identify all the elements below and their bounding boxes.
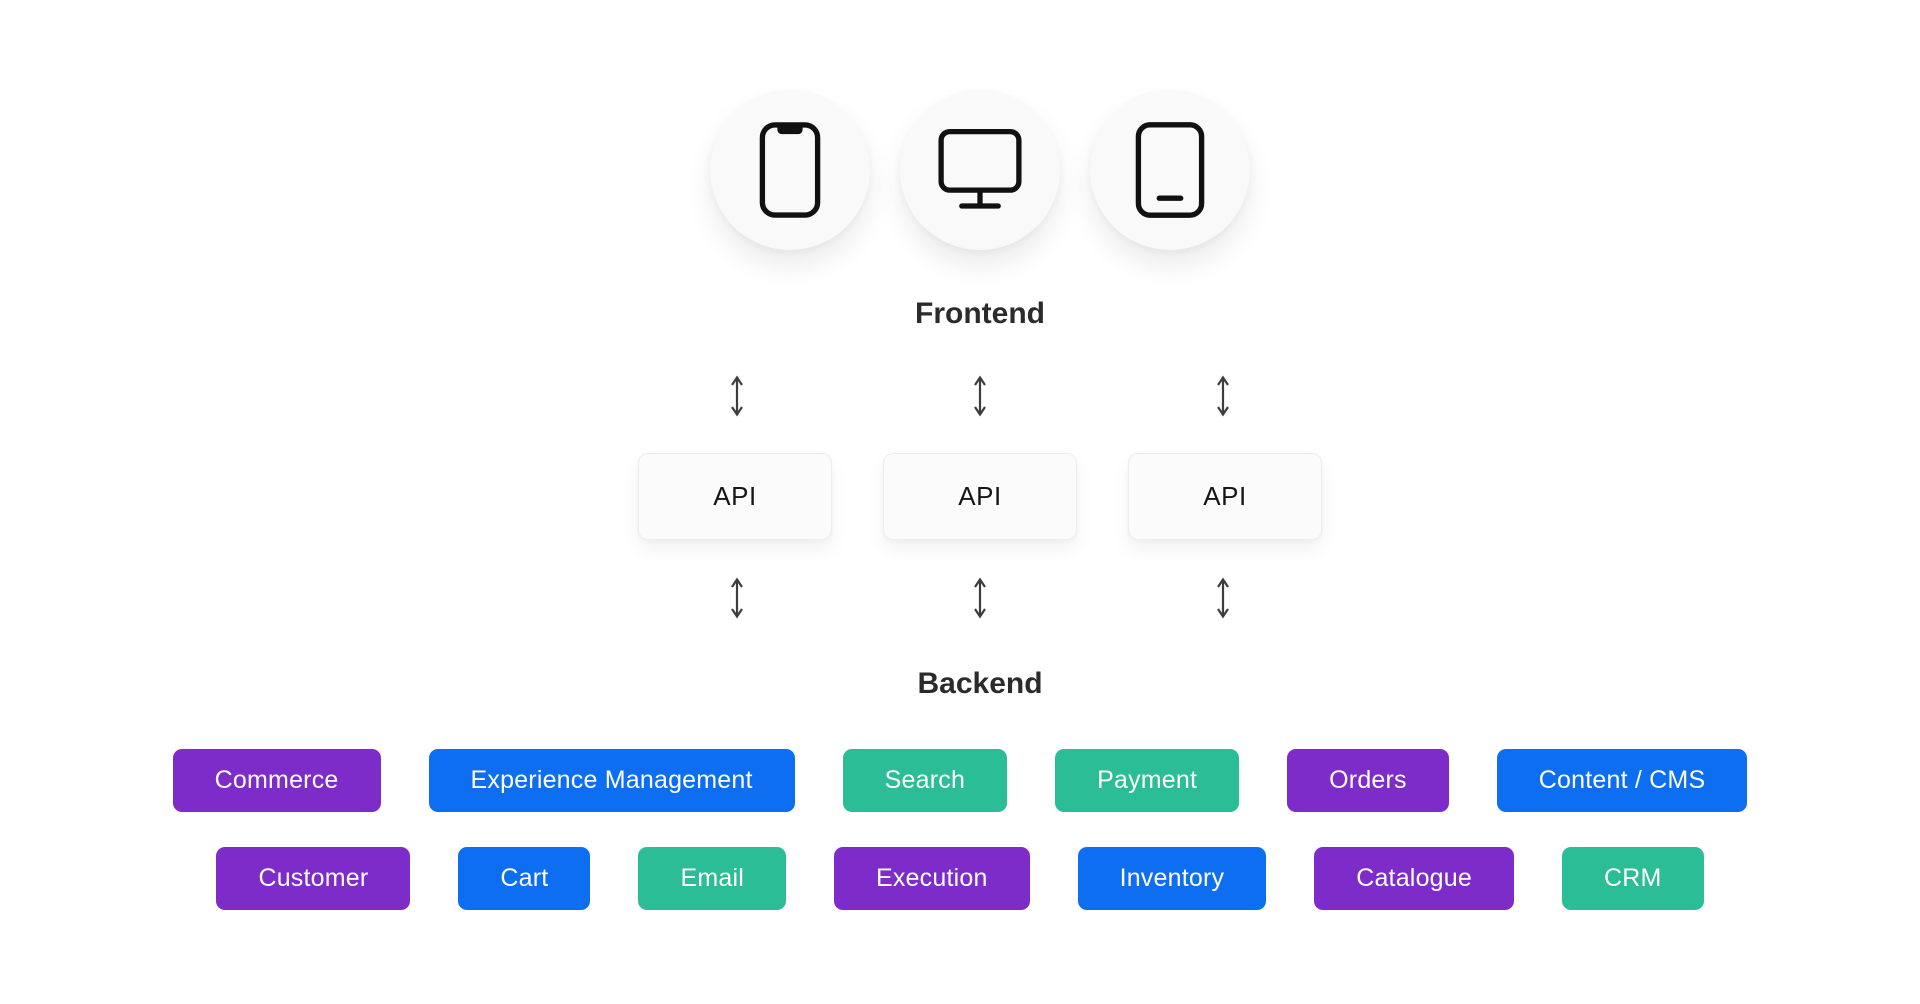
double-vertical-arrow-icon xyxy=(1215,576,1231,620)
double-vertical-arrow-icon xyxy=(972,374,988,418)
double-vertical-arrow-icon xyxy=(1215,374,1231,418)
service-pill-inventory: Inventory xyxy=(1077,847,1267,910)
api-box: API xyxy=(883,453,1077,540)
double-vertical-arrow-icon xyxy=(729,374,745,418)
device-circle-tablet xyxy=(1090,90,1250,250)
service-pill-experience-management: Experience Management xyxy=(428,749,795,812)
backend-label: Backend xyxy=(917,667,1043,700)
double-vertical-arrow-icon xyxy=(972,576,988,620)
service-pill-execution: Execution xyxy=(833,847,1030,910)
api-layer-row: API API API xyxy=(638,453,1322,540)
service-pill-search: Search xyxy=(842,749,1008,812)
frontend-api-arrows xyxy=(729,374,1231,418)
monitor-icon xyxy=(932,128,1028,212)
service-pill-content-cms: Content / CMS xyxy=(1496,749,1748,812)
api-backend-arrows xyxy=(729,576,1231,620)
smartphone-icon xyxy=(759,120,821,220)
api-box: API xyxy=(1128,453,1322,540)
backend-services-row-2: Customer Cart Email Execution Inventory … xyxy=(0,847,1920,910)
service-pill-email: Email xyxy=(638,847,786,910)
service-pill-crm: CRM xyxy=(1561,847,1704,910)
service-pill-customer: Customer xyxy=(216,847,411,910)
service-pill-catalogue: Catalogue xyxy=(1314,847,1514,910)
service-pill-cart: Cart xyxy=(458,847,591,910)
backend-services-row-1: Commerce Experience Management Search Pa… xyxy=(0,749,1920,812)
api-box: API xyxy=(638,453,832,540)
service-pill-commerce: Commerce xyxy=(172,749,381,812)
frontend-label: Frontend xyxy=(915,297,1045,330)
double-vertical-arrow-icon xyxy=(729,576,745,620)
tablet-icon xyxy=(1135,121,1205,219)
service-pill-payment: Payment xyxy=(1055,749,1240,812)
device-circle-monitor xyxy=(900,90,1060,250)
frontend-devices-row xyxy=(710,90,1250,250)
service-pill-orders: Orders xyxy=(1287,749,1449,812)
device-circle-smartphone xyxy=(710,90,870,250)
